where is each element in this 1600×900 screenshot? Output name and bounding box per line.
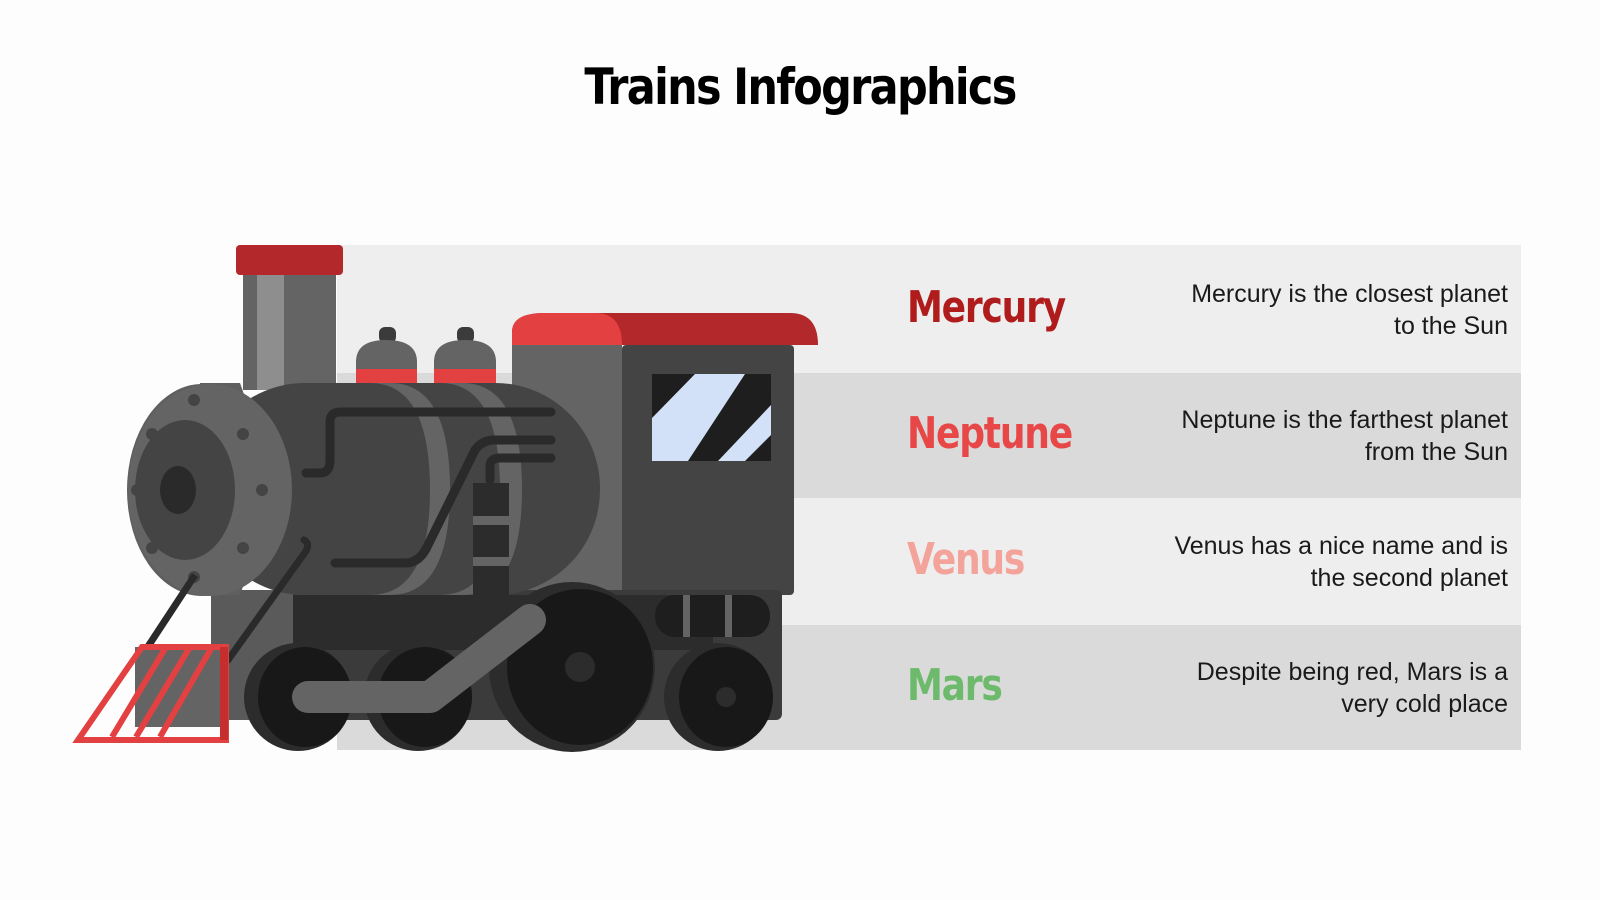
planet-name-mars: Mars: [907, 660, 1003, 711]
desc-line: very cold place: [1341, 690, 1508, 718]
desc-line: Venus has a nice name and is: [1174, 532, 1508, 560]
planet-desc-mars: Despite being red, Mars is a very cold p…: [1088, 656, 1508, 720]
desc-line: Despite being red, Mars is a: [1196, 658, 1508, 686]
desc-line: the second planet: [1310, 564, 1508, 592]
desc-line: Mercury is the closest planet: [1191, 280, 1508, 308]
planet-desc-venus: Venus has a nice name and is the second …: [1088, 530, 1508, 594]
planet-desc-mercury: Mercury is the closest planet to the Sun: [1088, 278, 1508, 342]
planet-name-venus: Venus: [907, 534, 1025, 585]
page-title: Trains Infographics: [584, 58, 1017, 116]
desc-line: to the Sun: [1394, 312, 1508, 340]
planet-desc-neptune: Neptune is the farthest planet from the …: [1088, 404, 1508, 468]
desc-line: from the Sun: [1364, 438, 1508, 466]
planet-name-mercury: Mercury: [907, 282, 1066, 333]
desc-line: Neptune is the farthest planet: [1181, 406, 1508, 434]
planet-name-neptune: Neptune: [907, 408, 1073, 459]
